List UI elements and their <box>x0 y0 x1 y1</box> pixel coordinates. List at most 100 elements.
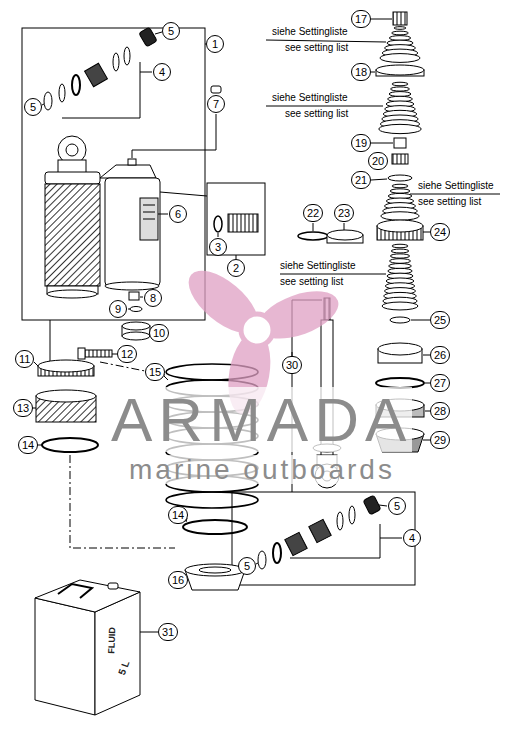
setting-note: siehe Settingliste <box>272 92 348 104</box>
callout-number: 26 <box>430 346 450 364</box>
part-outline <box>371 19 392 20</box>
part-outline <box>390 317 410 323</box>
part-outline <box>344 223 345 230</box>
callout-number: 20 <box>368 152 388 170</box>
callout-number: 17 <box>351 10 371 28</box>
callout-number: 2 <box>227 259 245 277</box>
part-outline <box>211 86 221 93</box>
part-outline <box>34 362 38 366</box>
part-outline <box>155 32 162 34</box>
callout-number: 14 <box>18 436 38 454</box>
group-box <box>207 183 265 255</box>
part-outline <box>38 360 94 372</box>
part-outline <box>66 144 78 156</box>
part-outline <box>183 520 247 534</box>
part-outline <box>85 63 108 87</box>
callout-number: 12 <box>117 345 137 363</box>
part-outline <box>47 290 97 298</box>
part-outline <box>410 194 500 195</box>
part-outline <box>100 165 156 178</box>
part-outline <box>388 175 412 181</box>
part-outline <box>140 72 152 73</box>
part-outline <box>84 350 112 357</box>
part-outline <box>132 114 216 158</box>
part-outline <box>185 564 245 576</box>
part-outline <box>371 72 375 73</box>
callout-number: 18 <box>351 63 371 81</box>
part-outline <box>280 274 386 275</box>
part-outline <box>36 390 96 402</box>
callout-number: 4 <box>153 63 171 81</box>
part-outline <box>124 47 130 65</box>
part-outline <box>241 314 273 346</box>
shim <box>389 264 412 269</box>
part-outline <box>78 348 85 359</box>
callout-number: 28 <box>430 402 450 420</box>
part-outline <box>128 309 130 310</box>
part-outline <box>105 178 160 286</box>
shim <box>390 189 410 193</box>
shim <box>380 54 420 63</box>
part-outline <box>35 598 95 715</box>
part-outline <box>42 104 44 105</box>
part-outline <box>158 214 168 215</box>
part-outline <box>122 322 150 330</box>
part-outline <box>266 106 383 107</box>
part-outline <box>95 592 140 715</box>
shim <box>389 92 411 97</box>
callout-number: 15 <box>145 363 165 381</box>
part-outline <box>423 355 430 356</box>
part-outline <box>393 12 407 25</box>
callout-number: 8 <box>144 289 162 307</box>
part-outline <box>337 512 343 530</box>
shim <box>391 249 409 253</box>
part-outline <box>113 53 119 71</box>
part-outline <box>199 567 231 573</box>
part-outline <box>164 376 168 380</box>
part-outline <box>313 223 314 231</box>
callout-number: 29 <box>430 431 450 449</box>
can-label: 5 L <box>117 659 131 676</box>
part-outline <box>285 532 307 555</box>
setting-note: see setting list <box>418 196 481 208</box>
group-boxes <box>22 28 415 585</box>
part-outline <box>122 332 150 340</box>
part-outline <box>379 505 387 506</box>
part-outline <box>266 40 386 42</box>
callout-number: 7 <box>207 95 225 113</box>
callout-number: 13 <box>13 399 33 417</box>
part-outline <box>258 551 266 569</box>
callout-number: 21 <box>351 171 371 189</box>
callout-number: 16 <box>168 571 188 589</box>
group-box <box>232 492 415 585</box>
callout-number: 23 <box>334 204 354 222</box>
part-outline <box>45 172 100 184</box>
part-outline <box>273 543 281 563</box>
part-outline <box>129 292 139 300</box>
part-outline <box>160 192 207 196</box>
shim <box>392 184 408 188</box>
callout-number: 31 <box>158 623 178 641</box>
callout-number: 1 <box>206 35 224 53</box>
part-outline <box>42 438 98 452</box>
top-seal-kit <box>42 27 162 118</box>
shim <box>390 259 411 264</box>
part-outline <box>58 584 92 598</box>
part-outline <box>35 580 140 612</box>
part-outline <box>392 154 408 164</box>
part-outline <box>140 297 143 298</box>
part-outline <box>228 214 258 232</box>
shim <box>379 124 421 133</box>
part-outline <box>50 320 51 366</box>
part-outline <box>380 538 402 539</box>
part-outline <box>378 343 422 355</box>
callout-number: 22 <box>303 204 323 222</box>
callout-number: 9 <box>109 300 127 318</box>
callout-number: 27 <box>430 374 450 392</box>
can-label: FLUID <box>107 627 117 654</box>
callout-number: 5 <box>238 557 256 575</box>
part-outline <box>140 632 158 633</box>
callout-number: 19 <box>351 134 371 152</box>
